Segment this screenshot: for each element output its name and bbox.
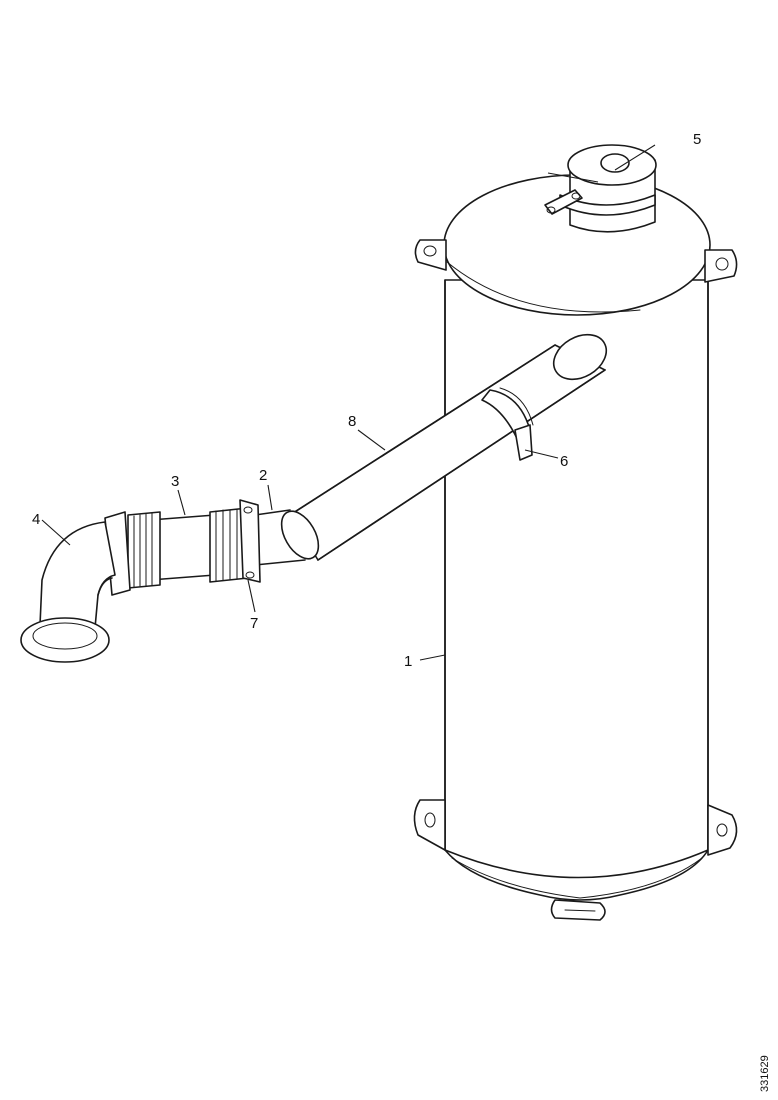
top-lifting-lugs: [414, 239, 738, 283]
inlet-pipe: [254, 333, 608, 566]
elbow-pipe: [20, 521, 116, 663]
leader-lines: [41, 144, 656, 661]
callout-1: 1: [404, 653, 412, 670]
callout-7: 7: [250, 615, 258, 632]
outlet-tailpipe: [544, 144, 657, 233]
callout-4: 4: [32, 511, 40, 528]
callout-3: 3: [171, 473, 179, 490]
silencer-body: [443, 174, 711, 901]
callout-6: 6: [560, 453, 568, 470]
pipe-clamp: [481, 387, 534, 461]
callout-2: 2: [259, 467, 267, 484]
mounting-feet: [413, 799, 738, 921]
drawing-reference-number: 331629: [759, 1055, 771, 1092]
callout-8: 8: [348, 413, 356, 430]
flexible-bellows: [104, 499, 261, 596]
callout-5: 5: [693, 131, 701, 148]
